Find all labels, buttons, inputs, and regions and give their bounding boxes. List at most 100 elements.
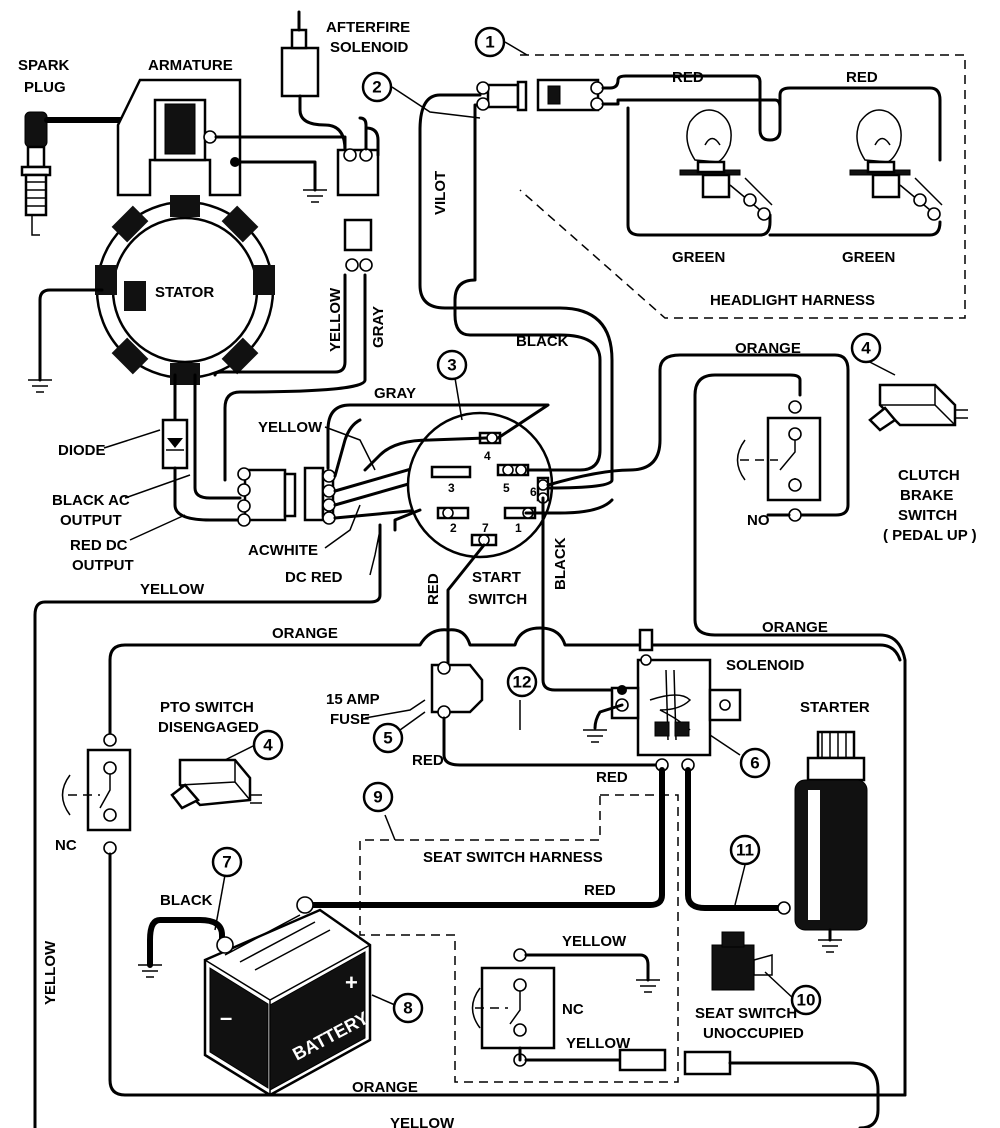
label-dc-red: DC RED [285, 569, 343, 586]
component-labels: SPARK PLUG ARMATURE AFTERFIRE SOLENOID S… [18, 19, 977, 1042]
wire-gray-h: GRAY [374, 385, 416, 402]
callout-4-pto: 4 [263, 736, 273, 755]
label-clutch-1: CLUTCH [898, 467, 960, 484]
callout-10: 10 [797, 991, 816, 1010]
terminal-6: 6 [530, 485, 537, 499]
label-seat-sw-1: SEAT SWITCH [695, 1005, 797, 1022]
terminal-4: 4 [484, 449, 491, 463]
label-diode: DIODE [58, 442, 106, 459]
label-clutch-2: BRAKE [900, 487, 953, 504]
wire-yellow-seat-bottom: YELLOW [566, 1035, 631, 1052]
label-fuse-2: FUSE [330, 711, 370, 728]
clutch-brake-switch [693, 373, 968, 1097]
callout-8: 8 [403, 999, 412, 1018]
wire-red-fuse-up: RED [425, 573, 442, 605]
label-solenoid: SOLENOID [726, 657, 805, 674]
wire-yellow-bottom: YELLOW [390, 1115, 455, 1128]
terminal-1: 1 [515, 521, 522, 535]
battery-plus: + [345, 970, 358, 995]
wire-labels: RED RED GREEN GREEN VILOT BLACK YELLOW G… [42, 69, 895, 1128]
afterfire-solenoid [280, 10, 380, 272]
start-switch: 4 5 3 6 2 7 1 [406, 411, 554, 559]
wire-vilot: VILOT [432, 171, 449, 215]
wire-orange-clutch-bottom: ORANGE [762, 619, 828, 636]
pto-switch-schematic [61, 733, 907, 1097]
callout-12: 12 [513, 673, 532, 692]
wire-yellow-h: YELLOW [258, 419, 323, 436]
wire-red-battery: RED [584, 882, 616, 899]
callout-1: 1 [485, 33, 494, 52]
wire-green-2: GREEN [842, 249, 895, 266]
label-seat-harness: SEAT SWITCH HARNESS [423, 849, 603, 866]
wire-black-top: BLACK [516, 333, 569, 350]
headlight-bulb-1 [679, 109, 773, 221]
seat-switch-harness [359, 794, 679, 1083]
wire-yellow-left: YELLOW [42, 940, 59, 1005]
terminal-2: 2 [450, 521, 457, 535]
label-stator: STATOR [155, 284, 214, 301]
callout-2: 2 [372, 78, 381, 97]
callout-5: 5 [383, 729, 392, 748]
battery: BATTERY + – [203, 896, 372, 1097]
callouts: 1 2 3 4 4 5 6 7 8 9 10 11 12 [211, 26, 882, 1024]
headlight-harness [519, 54, 966, 319]
wire-red-sol: RED [596, 769, 628, 786]
terminal-3: 3 [448, 481, 455, 495]
callout-3: 3 [447, 356, 456, 375]
label-fuse-1: 15 AMP [326, 691, 380, 708]
label-pto-1: PTO SWITCH [160, 699, 254, 716]
callout-7: 7 [222, 853, 231, 872]
callout-4-clutch: 4 [861, 339, 871, 358]
wire-yellow-v: YELLOW [327, 287, 344, 352]
wire-orange-bottom: ORANGE [352, 1079, 418, 1096]
wire-red-2: RED [846, 69, 878, 86]
label-red-dc-1: RED DC [70, 537, 128, 554]
label-start-2: SWITCH [468, 591, 527, 608]
wire-black-battery: BLACK [160, 892, 213, 909]
label-seat-sw-2: UNOCCUPIED [703, 1025, 804, 1042]
wire-orange-clutch-top: ORANGE [735, 340, 801, 357]
armature [116, 78, 347, 203]
pto-switch-device [170, 758, 262, 810]
wire-green-1: GREEN [672, 249, 725, 266]
callout-9: 9 [373, 788, 382, 807]
stator [28, 195, 367, 500]
spark-plug [20, 111, 133, 236]
label-clutch-3: SWITCH [898, 507, 957, 524]
starter-motor [777, 730, 868, 953]
wire-red-fuse-down: RED [412, 752, 444, 769]
callout-6: 6 [750, 754, 759, 773]
label-starter: STARTER [800, 699, 870, 716]
label-afterfire-2: SOLENOID [330, 39, 409, 56]
label-nc-left: NC [55, 837, 77, 854]
wire-black-solenoid: BLACK [552, 537, 569, 590]
label-black-ac-2: OUTPUT [60, 512, 122, 529]
wire-yellow-mid: YELLOW [140, 581, 205, 598]
terminal-5: 5 [503, 481, 510, 495]
wire-red-1: RED [672, 69, 704, 86]
label-ac-white: ACWHITE [248, 542, 318, 559]
label-afterfire-1: AFTERFIRE [326, 19, 410, 36]
label-no: NO [747, 512, 770, 529]
wire-orange-mid: ORANGE [272, 625, 338, 642]
seat-switch-device [711, 931, 773, 991]
headlight-bulb-2 [849, 109, 943, 221]
wire-gray-v: GRAY [370, 306, 387, 348]
label-clutch-4: ( PEDAL UP ) [883, 527, 977, 544]
label-black-ac-1: BLACK AC [52, 492, 130, 509]
label-spark-plug-2: PLUG [24, 79, 66, 96]
label-nc-seat: NC [562, 1001, 584, 1018]
harness-connector [536, 78, 600, 112]
starter-solenoid [583, 628, 742, 772]
terminal-7: 7 [482, 521, 489, 535]
diode [161, 418, 242, 522]
callout-11: 11 [736, 841, 754, 860]
label-headlight-harness: HEADLIGHT HARNESS [710, 292, 875, 309]
harness-plug [476, 80, 528, 112]
label-pto-2: DISENGAGED [158, 719, 259, 736]
fuse-holder [430, 661, 657, 767]
wire-yellow-seat-top: YELLOW [562, 933, 627, 950]
battery-minus: – [220, 1005, 232, 1030]
label-armature: ARMATURE [148, 57, 233, 74]
